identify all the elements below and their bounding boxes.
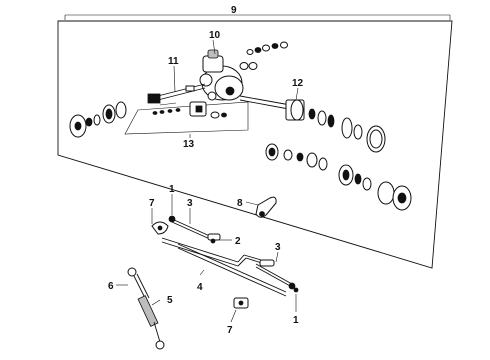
callout-5: 5 [167,295,173,306]
callout-8: 8 [237,198,243,209]
callout-7-top: 7 [149,198,155,209]
left-tie-rod [168,215,221,244]
idler-arm [233,297,249,309]
valve-sub-panel [124,101,249,135]
linkage-leaders [116,194,297,323]
callout-12: 12 [292,78,304,89]
drag-link [177,243,287,297]
right-tie-rod [255,259,299,293]
steering-damper [127,267,165,350]
gear-housing [199,49,244,101]
rack-piston [239,95,386,153]
callout-1-top: 1 [169,184,175,195]
seal-kit-top [239,41,288,70]
input-shaft [147,83,206,104]
callout-6: 6 [108,281,114,292]
left-tie-rod-end [151,221,169,235]
panel-leaders [173,39,299,138]
adjuster-cap [69,101,127,138]
pitman-arm [245,196,277,218]
lower-seal-row [265,143,412,211]
callout-1-bottom: 1 [293,315,299,326]
steering-gear-panel [57,14,453,269]
callout-9: 9 [231,5,237,16]
callout-7-bottom: 7 [227,325,233,336]
callout-10: 10 [209,30,221,41]
callout-3-left: 3 [187,198,193,209]
callout-4: 4 [197,282,203,293]
callout-3-right: 3 [275,242,281,253]
callout-11: 11 [168,56,179,67]
callout-2: 2 [235,236,241,247]
callout-13: 13 [183,139,195,150]
